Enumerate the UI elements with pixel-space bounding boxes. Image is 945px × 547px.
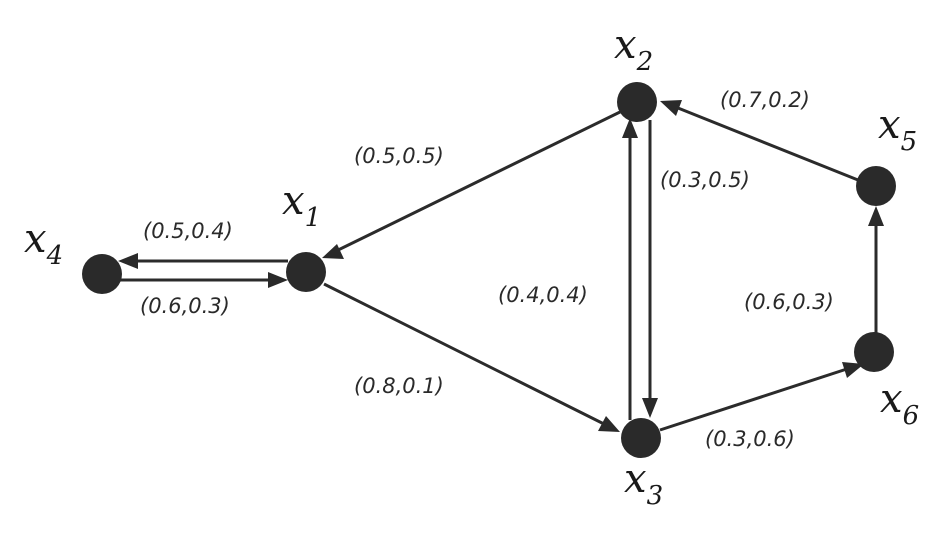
edge-label-x3-x6: (0.3,0.6) bbox=[705, 427, 795, 451]
edge-label-x3-x2: (0.4,0.4) bbox=[498, 283, 588, 307]
node-label-x6: x6 bbox=[880, 376, 919, 431]
edges bbox=[116, 100, 884, 432]
arrowhead-x3-x6 bbox=[842, 362, 864, 378]
arrowhead-x3-x2 bbox=[622, 118, 638, 138]
edge-labels: (0.5,0.4) (0.6,0.3) (0.5,0.5) (0.8,0.1) … bbox=[140, 88, 834, 451]
arrowhead-x2-x3 bbox=[642, 398, 658, 418]
arrowhead-x6-x5 bbox=[868, 206, 884, 226]
nodes bbox=[82, 82, 896, 458]
node-x2 bbox=[617, 82, 657, 122]
node-label-x1-sub: 1 bbox=[305, 203, 322, 233]
node-label-x5-sub: 5 bbox=[901, 127, 918, 157]
node-x5 bbox=[856, 166, 896, 206]
edge-label-x4-x1: (0.6,0.3) bbox=[140, 294, 230, 318]
node-label-x1: x1 bbox=[282, 178, 321, 233]
arrowhead-x2-x1 bbox=[322, 244, 344, 259]
edge-x2-x1 bbox=[329, 110, 621, 256]
node-label-x2-sub: 2 bbox=[636, 47, 654, 77]
node-label-x3-sub: 3 bbox=[647, 481, 664, 511]
node-label-x3-base: x bbox=[624, 456, 647, 502]
arrowhead-x4-x1 bbox=[268, 272, 288, 288]
node-label-x3: x3 bbox=[624, 456, 663, 511]
edge-label-x1-x4: (0.5,0.4) bbox=[143, 219, 233, 243]
node-label-x5-base: x bbox=[878, 102, 901, 148]
node-label-x1-base: x bbox=[282, 178, 305, 224]
edge-label-x1-x3: (0.8,0.1) bbox=[354, 374, 444, 398]
node-label-x6-sub: 6 bbox=[903, 401, 920, 431]
node-x1 bbox=[286, 252, 326, 292]
node-label-x4-sub: 4 bbox=[46, 241, 64, 271]
node-label-x2-base: x bbox=[614, 22, 637, 68]
arrowhead-x5-x2 bbox=[660, 100, 682, 116]
edge-label-x5-x2: (0.7,0.2) bbox=[720, 88, 810, 112]
node-label-x4: x4 bbox=[24, 216, 63, 271]
arrowhead-x1-x3 bbox=[598, 416, 620, 432]
node-x3 bbox=[621, 418, 661, 458]
edge-x5-x2 bbox=[667, 102, 859, 182]
node-label-x5: x5 bbox=[878, 102, 917, 157]
node-label-x6-base: x bbox=[880, 376, 903, 422]
edge-label-x2-x1: (0.5,0.5) bbox=[354, 144, 444, 168]
node-label-x2: x2 bbox=[614, 22, 653, 77]
edge-label-x2-x3: (0.3,0.5) bbox=[660, 168, 750, 192]
edge-x3-x6 bbox=[659, 364, 857, 432]
node-label-x4-base: x bbox=[24, 216, 47, 262]
node-x4 bbox=[82, 254, 122, 294]
edge-x1-x3 bbox=[323, 282, 613, 430]
arrowhead-x1-x4 bbox=[118, 253, 138, 269]
edge-label-x6-x5: (0.6,0.3) bbox=[744, 290, 834, 314]
node-x6 bbox=[854, 332, 894, 372]
node-labels: x1 x2 x3 x4 x5 x6 bbox=[24, 22, 919, 511]
